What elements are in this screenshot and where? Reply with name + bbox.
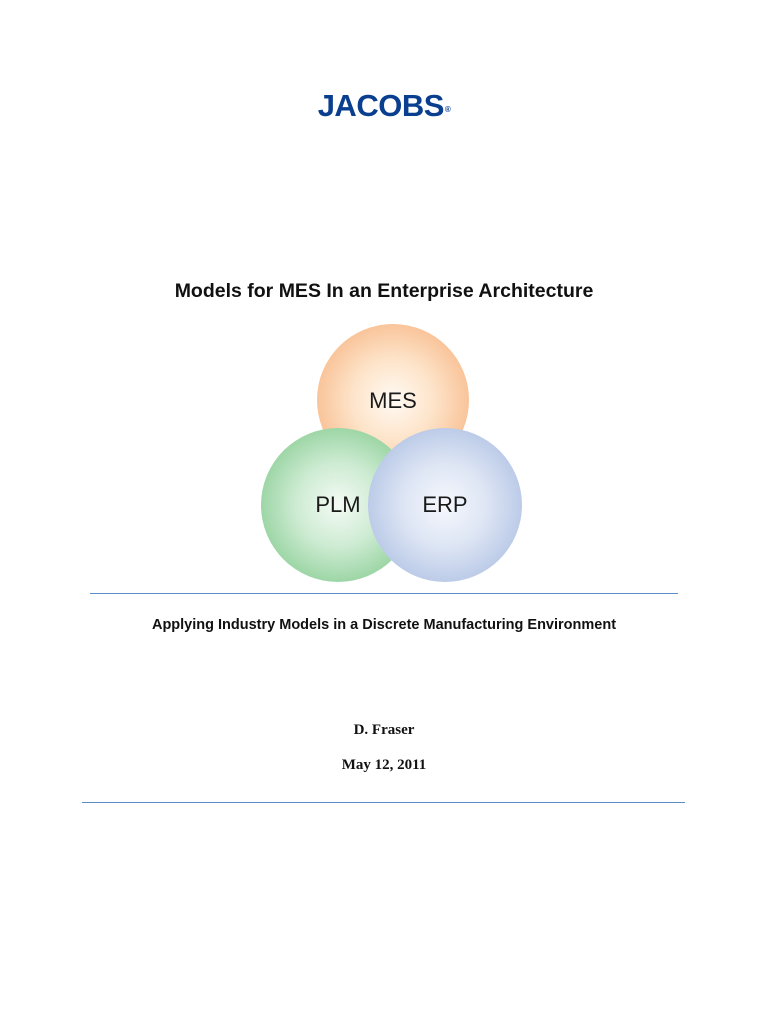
author-name: D. Fraser (353, 722, 415, 738)
registered-mark: ® (444, 105, 451, 114)
document-title: Models for MES In an Enterprise Architec… (174, 280, 594, 302)
document-date: May 12, 2011 (341, 757, 427, 773)
company-logo: JACOBS® (0, 86, 768, 126)
venn-circle-erp (368, 428, 522, 582)
venn-label-erp: ERP (422, 492, 467, 517)
bottom-divider (82, 802, 685, 803)
document-subtitle: Applying Industry Models in a Discrete M… (151, 617, 617, 633)
top-divider (90, 593, 678, 594)
venn-label-plm: PLM (315, 492, 360, 517)
venn-label-mes: MES (369, 388, 417, 413)
venn-circle-plm (261, 428, 415, 582)
logo-text: JACOBS (317, 88, 445, 123)
